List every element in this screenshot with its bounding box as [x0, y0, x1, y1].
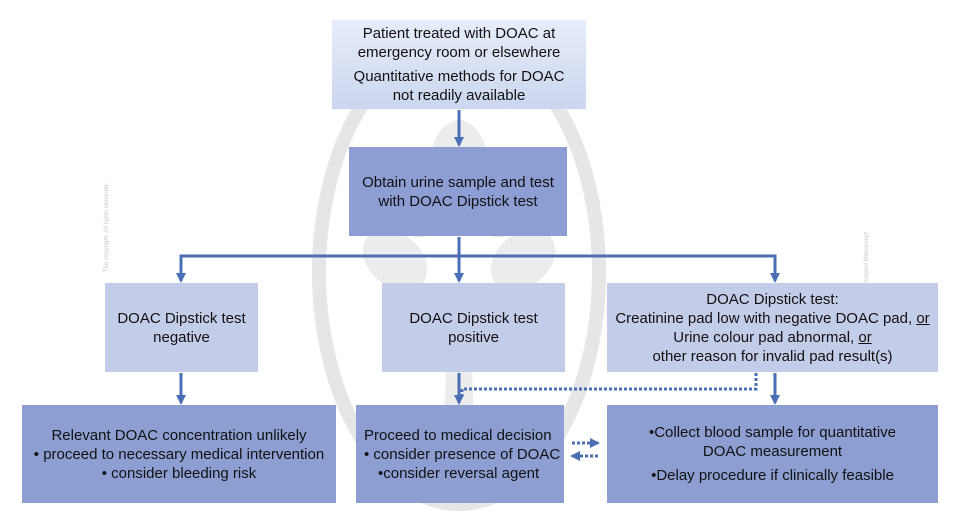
box-outcome-invalid: •Collect blood sample for quantitative D…	[607, 405, 938, 503]
outcome-positive-line: Proceed to medical decision	[364, 426, 552, 444]
box-urine-line: Obtain urine sample and test	[362, 173, 554, 191]
dotted-invalid-to-positive	[460, 373, 758, 398]
or-underlined: or	[858, 328, 872, 346]
box-invalid-text: Creatinine pad low with negative DOAC pa…	[615, 309, 917, 327]
box-outcome-positive: Proceed to medical decision • consider p…	[356, 405, 564, 503]
box-invalid-text: Urine colour pad abnormal,	[673, 328, 859, 346]
box-invalid-line: DOAC Dipstick test:	[706, 290, 839, 308]
box-start-line: emergency room or elsewhere	[357, 44, 561, 61]
box-negative-line: DOAC Dipstick test	[117, 309, 246, 327]
box-invalid-line: other reason for invalid pad result(s)	[652, 347, 893, 365]
box-outcome-negative: Relevant DOAC concentration unlikely • p…	[22, 405, 336, 503]
side-copyright-text: The copyright. All rights reserved.	[104, 182, 110, 272]
box-start-line: not readily available	[392, 87, 526, 104]
box-invalid-line: Urine colour pad abnormal, or	[673, 328, 871, 347]
box-positive: DOAC Dipstick test positive	[382, 283, 565, 372]
outcome-positive-line: • consider presence of DOAC	[364, 445, 561, 463]
box-start-line: Patient treated with DOAC at	[362, 25, 556, 42]
box-start-line: Quantitative methods for DOAC	[353, 68, 565, 85]
box-start: Patient treated with DOAC at emergency r…	[332, 20, 586, 109]
outcome-negative-line: • proceed to necessary medical intervent…	[33, 445, 325, 463]
box-positive-line: positive	[448, 328, 499, 346]
outcome-negative-line: • consider bleeding risk	[101, 464, 257, 482]
box-invalid-line: Creatinine pad low with negative DOAC pa…	[615, 309, 929, 328]
outcome-invalid-line: •Delay procedure if clinically feasible	[651, 467, 894, 484]
box-invalid: DOAC Dipstick test: Creatinine pad low w…	[607, 283, 938, 372]
box-urine-test: Obtain urine sample and test with DOAC D…	[349, 147, 567, 236]
box-urine-line: with DOAC Dipstick test	[378, 192, 538, 210]
side-manuscript-text: Accepted Manuscript	[864, 231, 870, 288]
outcome-positive-line: •consider reversal agent	[378, 464, 540, 482]
outcome-invalid-line: DOAC measurement	[702, 443, 843, 460]
outcome-negative-line: Relevant DOAC concentration unlikely	[51, 426, 307, 444]
branch-horizontal	[179, 254, 777, 281]
box-negative: DOAC Dipstick test negative	[105, 283, 258, 372]
box-negative-line: negative	[153, 328, 210, 346]
or-underlined: or	[916, 309, 930, 327]
box-positive-line: DOAC Dipstick test	[409, 309, 538, 327]
outcome-invalid-line: •Collect blood sample for quantitative	[648, 424, 897, 441]
